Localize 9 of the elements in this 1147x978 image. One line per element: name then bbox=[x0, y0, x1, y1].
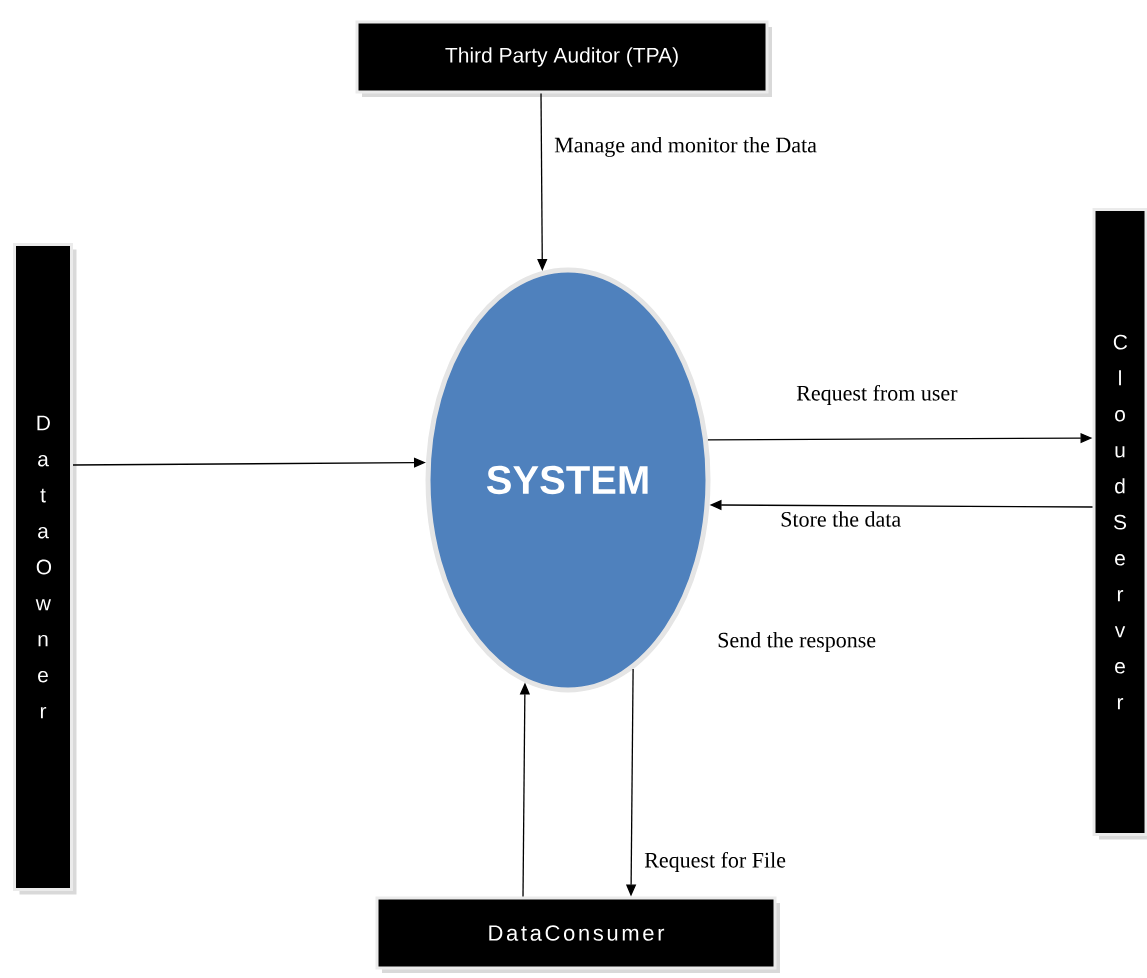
entity-box: DataConsumer bbox=[375, 896, 780, 973]
entity-box: Cloud Server bbox=[1092, 208, 1147, 840]
entity-box: Third Party Auditor (TPA) bbox=[355, 20, 772, 97]
edge-label: Store the data bbox=[779, 510, 903, 528]
edge-label: Manage and monitor the Data bbox=[553, 136, 818, 158]
edge-label: Request from user bbox=[795, 383, 959, 407]
flow-label: Send the response bbox=[718, 632, 876, 652]
edge-label: Request for File bbox=[643, 850, 787, 874]
entity-box: Data Owner bbox=[13, 243, 77, 895]
